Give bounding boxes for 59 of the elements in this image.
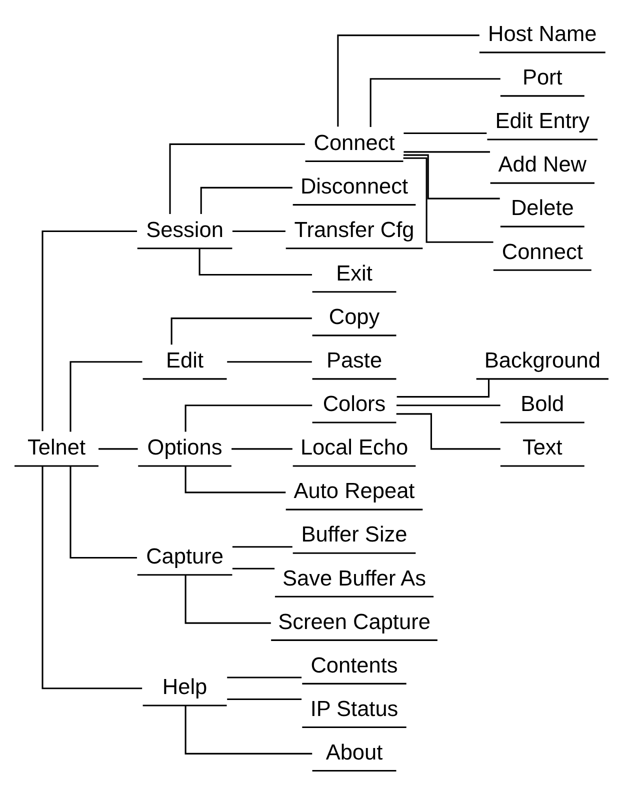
node-text: Add New [498, 152, 587, 177]
connector [184, 706, 312, 754]
node-text: Colors [322, 391, 386, 416]
connector [98, 448, 138, 450]
connector [184, 404, 312, 432]
connector [404, 154, 500, 200]
connector [232, 230, 286, 232]
node-text: Paste [326, 348, 382, 373]
connector [42, 230, 137, 432]
connector [337, 34, 480, 127]
connector [227, 698, 302, 700]
connector [396, 413, 500, 450]
connector [404, 151, 490, 153]
node-text: Background [484, 348, 600, 373]
node-text: Transfer Cfg [294, 216, 414, 242]
node-text: Copy [328, 304, 380, 330]
node-text: Buffer Size [301, 522, 408, 547]
connector [232, 546, 292, 548]
node-text: Connect [314, 130, 395, 155]
connector [232, 448, 292, 450]
node-text: Exit [336, 260, 372, 286]
node-text: Help [162, 674, 208, 700]
node-text: Delete [510, 195, 574, 220]
connector [396, 404, 500, 406]
connector [170, 318, 312, 345]
connector [227, 361, 312, 363]
node-text: Edit Entry [495, 108, 590, 134]
connector [42, 466, 142, 690]
node-text: Contents [310, 652, 398, 678]
connector [70, 361, 142, 432]
connector [70, 466, 137, 559]
connector [404, 132, 487, 134]
node-text: Disconnect [300, 173, 408, 198]
connector [184, 574, 271, 624]
node-text: About [326, 739, 383, 764]
connector [370, 78, 500, 127]
connector [227, 676, 302, 678]
node-text: Port [522, 64, 562, 90]
node-text: Options [147, 434, 222, 460]
node-text: Connect [502, 238, 583, 264]
connector [232, 568, 275, 570]
node-text: Screen Capture [278, 608, 430, 634]
connector [200, 186, 292, 214]
connector [396, 379, 490, 398]
node-text: Bold [520, 391, 564, 416]
node-text: Host Name [488, 21, 597, 46]
node-text: Save Buffer As [282, 565, 426, 590]
connector [403, 157, 494, 243]
node-text: Session [146, 216, 224, 242]
node-text: Edit [166, 348, 204, 373]
node-text: IP Status [310, 696, 398, 721]
node-text: Auto Repeat [294, 478, 415, 504]
connector [169, 143, 305, 214]
node-text: Capture [146, 544, 224, 569]
node-text: Telnet [27, 434, 86, 460]
connector [198, 248, 312, 276]
node-text: Local Echo [300, 434, 408, 460]
node-text: Text [522, 434, 562, 460]
connector [184, 466, 286, 494]
